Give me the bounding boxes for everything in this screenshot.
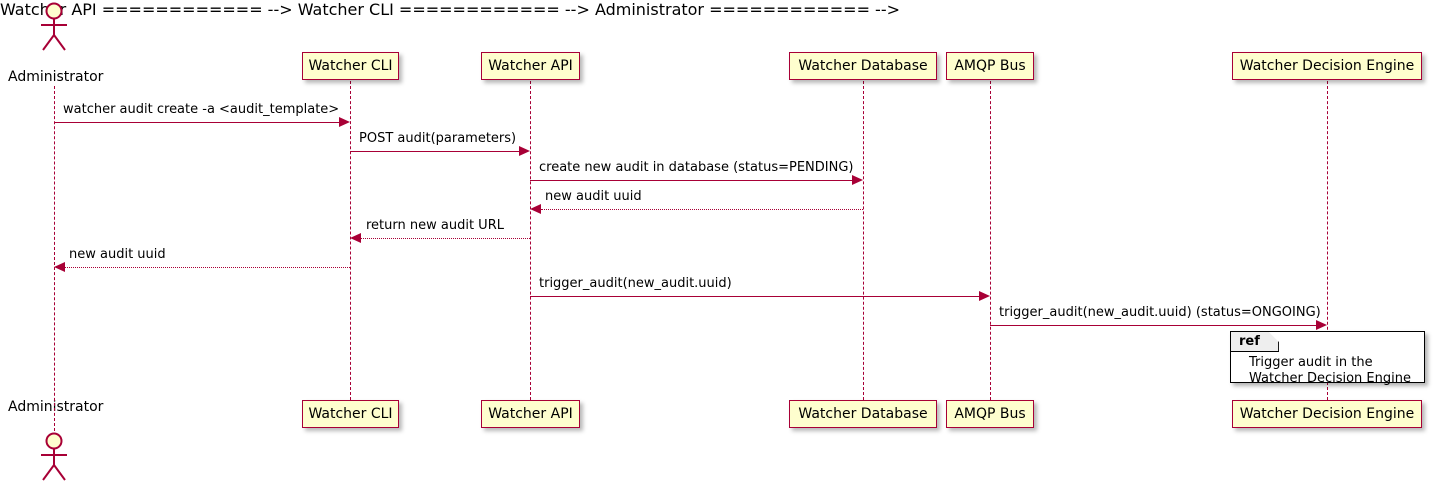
actor-label-administrator-top: Administrator — [8, 69, 104, 85]
message-label-create-new-audit: create new audit in database (status=PEN… — [539, 160, 854, 175]
message-line-1 — [54, 122, 339, 123]
participant-watcher-database-bottom[interactable]: Watcher Database — [789, 400, 937, 428]
message-label-trigger-audit-ongoing: trigger_audit(new_audit.uuid) (status=ON… — [999, 305, 1321, 320]
participant-label: Watcher CLI — [308, 406, 393, 422]
lifeline-watcher-api — [530, 81, 531, 400]
arrow-head-2-icon — [519, 146, 530, 156]
participant-label: Watcher CLI — [308, 58, 393, 74]
message-line-2 — [350, 151, 519, 152]
participant-label: Watcher API — [488, 406, 573, 422]
participant-watcher-api-bottom[interactable]: Watcher API — [481, 400, 580, 428]
message-line-8 — [990, 325, 1316, 326]
arrow-head-6-icon — [54, 262, 65, 272]
lifeline-amqp-bus — [990, 81, 991, 400]
ref-fragment-body-text: Trigger audit in the Watcher Decision En… — [1249, 355, 1411, 386]
message-label-new-audit-uuid-db: new audit uuid — [545, 189, 642, 204]
ref-fragment-tab-label: ref — [1231, 332, 1279, 352]
message-label-trigger-audit: trigger_audit(new_audit.uuid) — [539, 276, 732, 291]
arrow-head-3-icon — [852, 175, 863, 185]
participant-watcher-api-top[interactable]: Watcher API — [481, 52, 580, 80]
participant-label: Watcher Database — [798, 58, 928, 74]
participant-watcher-database-top[interactable]: Watcher Database — [789, 52, 937, 80]
message-label-return-new-audit-url: return new audit URL — [366, 218, 504, 233]
participant-label: Watcher Decision Engine — [1239, 58, 1415, 74]
arrow-head-4-icon — [530, 204, 541, 214]
message-line-5 — [361, 238, 530, 239]
actor-stick-figure-icon — [41, 432, 67, 481]
participant-amqp-bus-bottom[interactable]: AMQP Bus — [946, 400, 1034, 428]
message-label-new-audit-uuid-cli: new audit uuid — [69, 247, 166, 262]
participant-label: AMQP Bus — [954, 406, 1026, 422]
lifeline-watcher-database — [863, 81, 864, 400]
ref-fragment: ref Trigger audit in the Watcher Decisio… — [1230, 331, 1425, 386]
actor-label-administrator-bottom: Administrator — [8, 399, 104, 415]
participant-label: AMQP Bus — [954, 58, 1026, 74]
lifeline-administrator — [54, 86, 55, 431]
participant-label: Watcher Database — [798, 406, 928, 422]
arrow-head-1-icon — [339, 117, 350, 127]
actor-administrator-top-figure — [36, 2, 72, 52]
participant-label: Watcher Decision Engine — [1239, 406, 1415, 422]
actor-stick-figure-icon — [41, 2, 67, 51]
message-line-4 — [541, 209, 863, 210]
message-line-3 — [530, 180, 852, 181]
arrow-head-7-icon — [979, 291, 990, 301]
participant-watcher-cli-bottom[interactable]: Watcher CLI — [302, 400, 399, 428]
arrow-head-5-icon — [350, 233, 361, 243]
message-label-watcher-audit-create: watcher audit create -a <audit_template> — [63, 102, 340, 117]
participant-amqp-bus-top[interactable]: AMQP Bus — [946, 52, 1034, 80]
participant-watcher-cli-top[interactable]: Watcher CLI — [302, 52, 399, 80]
participant-watcher-decision-engine-top[interactable]: Watcher Decision Engine — [1232, 52, 1422, 80]
participant-watcher-decision-engine-bottom[interactable]: Watcher Decision Engine — [1232, 400, 1422, 428]
actor-administrator-bottom-figure — [36, 432, 72, 482]
message-line-6 — [65, 267, 350, 268]
participant-label: Watcher API — [488, 58, 573, 74]
lifeline-watcher-decision-engine — [1327, 81, 1328, 400]
message-line-7 — [530, 296, 979, 297]
arrow-head-8-icon — [1316, 320, 1327, 330]
message-label-post-audit: POST audit(parameters) — [359, 131, 517, 146]
